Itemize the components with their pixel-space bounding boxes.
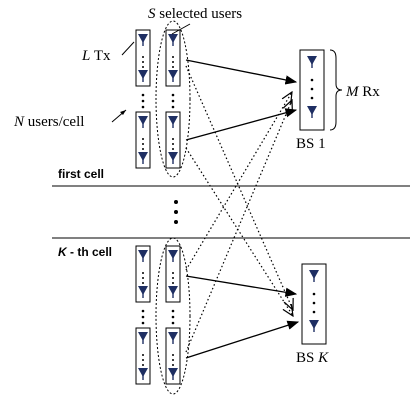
user-terminal-k-1: [135, 245, 151, 303]
users-pointer-head: [120, 110, 126, 115]
rx-label: M Rx: [345, 84, 380, 100]
interference-arrow-cell1-usern-bsk: [185, 147, 293, 316]
base-station-k: [301, 263, 327, 345]
first-cell-label: first cell: [58, 167, 104, 181]
selected-users-label: S selected users: [148, 6, 242, 22]
interference-arrow-cellk-usern-bs1: [185, 100, 292, 353]
link-arrow-cellk-user1-bsk: [185, 275, 298, 297]
user-terminal-1-1: [135, 29, 151, 87]
selected-users-pointer: [171, 23, 191, 35]
selected-users-ellipse-first: [155, 20, 191, 178]
user-terminal-1-n: [135, 111, 151, 169]
tx-pointer: [121, 41, 135, 56]
base-station-1: [299, 49, 325, 131]
user-terminal-k-n2: [165, 327, 181, 385]
bsk-label: BS K: [296, 350, 329, 366]
interference-arrow-cellk-user1-bs1: [185, 92, 292, 271]
rx-brace: [329, 49, 343, 131]
cells-ellipsis: [174, 200, 178, 224]
user-terminal-k-2: [165, 245, 181, 303]
tx-label: L Tx: [81, 48, 111, 64]
user-terminal-1-n2: [165, 111, 181, 169]
kth-cell-label: K - th cell: [58, 245, 112, 259]
selected-users-ellipse-kth: [155, 237, 191, 395]
users-ellipsis-first-cell: [141, 93, 175, 109]
link-arrow-cellk-usern-bsk: [185, 320, 300, 359]
users-ellipsis-kth-cell: [141, 309, 175, 325]
link-arrow-cell1-user1-bs1: [185, 59, 298, 85]
user-terminal-1-2: [165, 29, 181, 87]
users-per-cell-label: N users/cell: [13, 114, 84, 130]
user-terminal-k-n: [135, 327, 151, 385]
bs1-label: BS 1: [296, 136, 326, 152]
link-arrow-cell1-usern-bs1: [185, 108, 298, 141]
interference-arrow-cell1-user1-bsk: [185, 65, 293, 310]
